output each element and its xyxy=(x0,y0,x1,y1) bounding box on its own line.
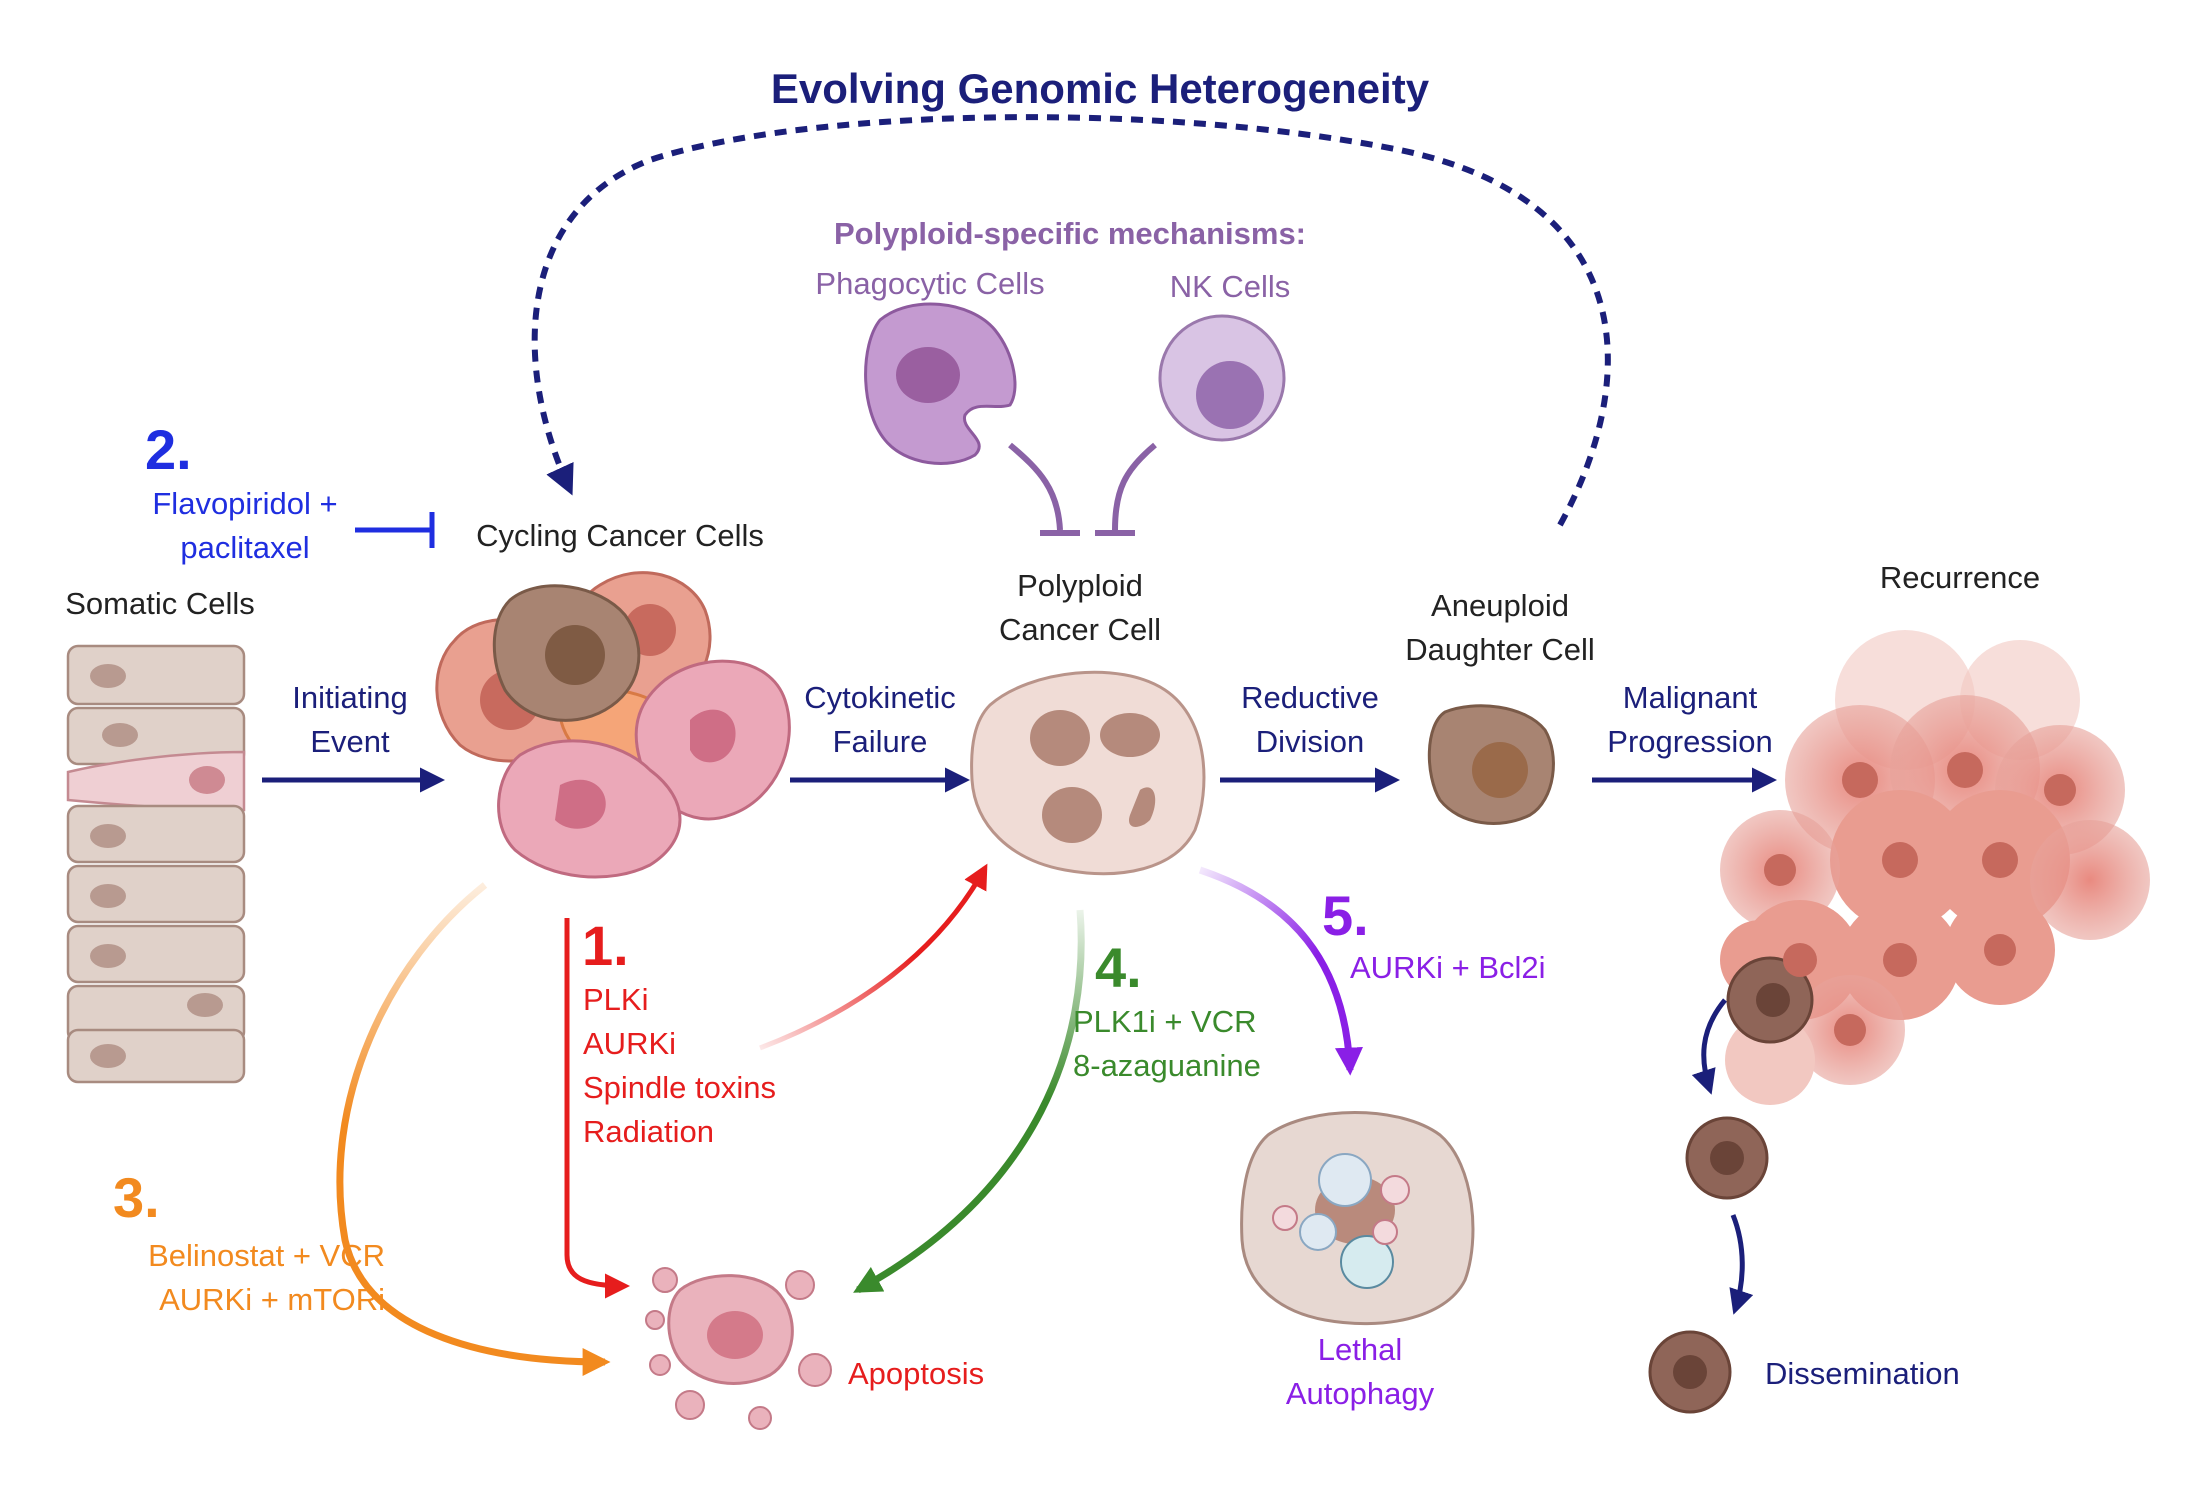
apoptotic-cell-illustration xyxy=(645,1267,832,1430)
nk-inhibition-line xyxy=(1112,442,1157,531)
therapy-1-apoptosis-arrow xyxy=(564,918,630,1299)
disseminating-cells-illustration xyxy=(1648,1116,1769,1414)
recurrence-tumor-illustration xyxy=(1720,630,2150,1105)
therapy-1-polyploid-arrow xyxy=(759,863,988,1051)
dissemination-arrow-1 xyxy=(1691,998,1727,1095)
somatic-cells-illustration xyxy=(66,644,246,1084)
cycling-cancer-cells-illustration xyxy=(435,571,791,879)
therapy-2-list: Flavopiridol +paclitaxel xyxy=(152,486,338,565)
therapy-3-apoptosis-arrow xyxy=(336,882,611,1376)
therapy-5-list: AURKi + Bcl2i xyxy=(1350,950,1546,985)
cycling-cancer-cells-label: Cycling Cancer Cells xyxy=(476,518,764,553)
phagocytic-cell-illustration xyxy=(864,302,1017,465)
apoptosis-label: Apoptosis xyxy=(848,1356,985,1391)
recurrence-label: Recurrence xyxy=(1879,560,2041,595)
diagram-title: Evolving Genomic Heterogeneity xyxy=(770,65,1430,112)
therapy-2-number: 2. xyxy=(145,418,192,481)
therapy-3-number: 3. xyxy=(113,1166,160,1229)
autophagy-cell-illustration xyxy=(1240,1111,1475,1326)
polyploid-cancer-cell-illustration xyxy=(970,670,1206,876)
nk-cell-illustration xyxy=(1158,314,1286,442)
dissemination-arrow-2 xyxy=(1729,1214,1754,1315)
therapy-4-number: 4. xyxy=(1095,936,1142,999)
therapy-4-apoptosis-arrow xyxy=(853,909,1085,1294)
polyploid-mechanisms-heading: Polyploid-specific mechanisms: xyxy=(833,216,1307,251)
phagocytic-inhibition-line xyxy=(1008,442,1063,531)
nk-cells-label: NK Cells xyxy=(1169,269,1291,304)
dissemination-label: Dissemination xyxy=(1765,1356,1960,1391)
therapy-1-number: 1. xyxy=(582,914,629,977)
heterogeneity-loop-arrow xyxy=(531,114,1611,527)
therapy-5-autophagy-arrow xyxy=(1198,866,1363,1076)
therapy-5-number: 5. xyxy=(1322,884,1369,947)
aneuploid-daughter-cell-illustration xyxy=(1427,704,1555,825)
phagocytic-cells-label: Phagocytic Cells xyxy=(815,266,1045,301)
somatic-cells-label: Somatic Cells xyxy=(65,586,255,621)
